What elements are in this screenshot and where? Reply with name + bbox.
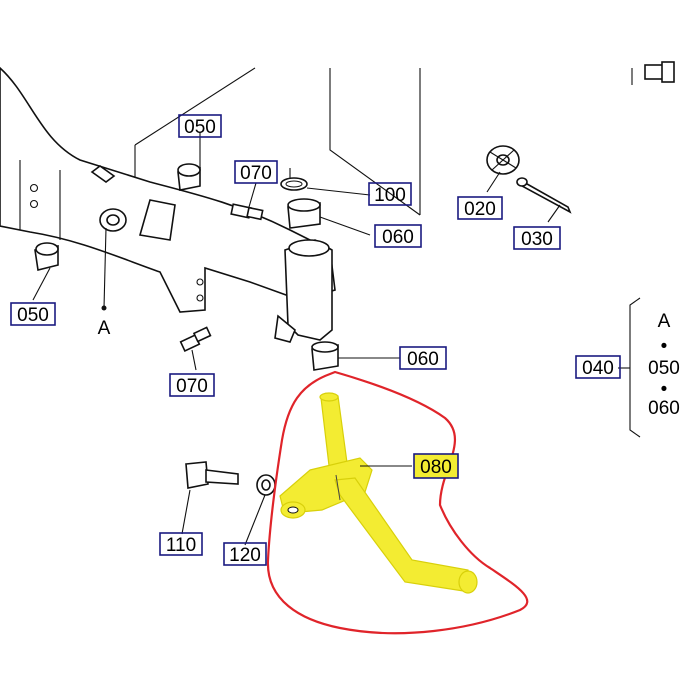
- svg-text:060: 060: [382, 227, 414, 248]
- callout-120[interactable]: 120: [223, 542, 267, 566]
- callout-050-left[interactable]: 050: [10, 302, 56, 326]
- grease-nipple-070-bottom: [179, 326, 212, 352]
- front-axle-frame: [0, 66, 336, 343]
- cotter-pin-030: [516, 177, 572, 214]
- svg-text:040: 040: [582, 358, 614, 379]
- callout-110[interactable]: 110: [159, 532, 203, 556]
- svg-text:080: 080: [420, 457, 452, 478]
- background-panels: [134, 67, 633, 216]
- callout-020[interactable]: 020: [457, 196, 503, 220]
- callout-070-top[interactable]: 070: [234, 160, 278, 184]
- oring-100: [280, 177, 308, 191]
- bolt-110: [185, 461, 239, 489]
- castle-nut-020: [486, 145, 520, 175]
- svg-text:050: 050: [17, 305, 49, 326]
- kit-item-a: A: [658, 311, 671, 332]
- leader-lines: [32, 132, 641, 546]
- callout-050-top[interactable]: 050: [178, 114, 222, 138]
- svg-text:070: 070: [176, 376, 208, 397]
- callout-060-mid[interactable]: 060: [399, 346, 447, 370]
- kit-bullet-1: •: [661, 336, 668, 357]
- bushing-060-top: [287, 198, 321, 229]
- frame-label-dot: [101, 305, 107, 311]
- svg-text:100: 100: [374, 185, 406, 206]
- svg-text:120: 120: [229, 545, 261, 566]
- bushing-060-mid: [311, 341, 339, 371]
- corner-bolt: [644, 61, 675, 83]
- kit-item-060: 060: [648, 398, 680, 419]
- callout-070-bottom[interactable]: 070: [169, 373, 215, 397]
- callout-080[interactable]: 080: [413, 453, 459, 479]
- svg-text:070: 070: [240, 163, 272, 184]
- svg-text:110: 110: [166, 535, 196, 556]
- bushing-050-top: [177, 163, 201, 191]
- kit-bullet-2: •: [661, 379, 668, 400]
- grease-nipple-070-top: [230, 203, 264, 221]
- svg-text:060: 060: [407, 349, 439, 370]
- kit-list-040: A • 050 • 060: [648, 311, 680, 419]
- selection-outline: [266, 370, 529, 635]
- callout-040[interactable]: 040: [575, 355, 621, 379]
- kit-item-050: 050: [648, 358, 680, 379]
- svg-text:020: 020: [464, 199, 496, 220]
- bushing-050-left: [34, 242, 59, 271]
- frame-label-a: A: [98, 318, 111, 339]
- knuckle-arm-080-highlighted[interactable]: [279, 392, 478, 594]
- callout-100[interactable]: 100: [368, 182, 412, 206]
- washer-120: [256, 474, 276, 496]
- svg-text:030: 030: [521, 229, 553, 250]
- svg-text:050: 050: [184, 117, 216, 138]
- callout-060-top[interactable]: 060: [374, 224, 422, 248]
- callout-030[interactable]: 030: [513, 226, 561, 250]
